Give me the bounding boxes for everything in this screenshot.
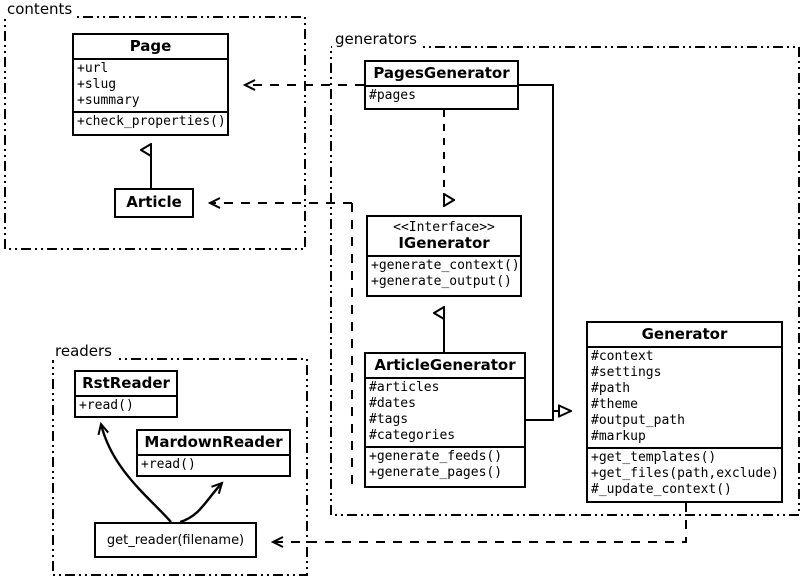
method-row: +read() <box>79 398 134 413</box>
class-box-generator[interactable]: Generator #context #settings #path #them… <box>586 321 783 503</box>
package-label-generators: generators <box>332 31 420 48</box>
attribute-row: +summary <box>77 93 140 108</box>
connector-articlegenerator-to-generator <box>526 411 554 421</box>
method-row: +get_files(path,exclude) <box>591 466 779 481</box>
method-row: +read() <box>141 457 196 472</box>
class-name-pagesgenerator: PagesGenerator <box>373 64 510 82</box>
attribute-row: #settings <box>591 365 662 380</box>
class-methods-articlegenerator: +generate_feeds() +generate_pages() <box>366 446 524 483</box>
class-methods-page: +check_properties() <box>74 111 227 132</box>
attribute-row: #pages <box>369 88 416 103</box>
class-name-generator: Generator <box>641 325 728 343</box>
function-label-get-reader: get_reader(filename) <box>106 532 245 548</box>
method-row: +check_properties() <box>77 114 226 129</box>
class-box-pagesgenerator[interactable]: PagesGenerator #pages <box>364 60 519 110</box>
class-methods-generator: +get_templates() +get_files(path,exclude… <box>588 447 781 500</box>
class-box-article[interactable]: Article <box>114 188 194 218</box>
class-name-igenerator: IGenerator <box>398 234 490 252</box>
attribute-row: #categories <box>369 428 456 443</box>
attribute-row: #output_path <box>591 413 685 428</box>
class-attributes-generator: #context #settings #path #theme #output_… <box>588 346 781 447</box>
method-row: +get_templates() <box>591 450 717 465</box>
class-name-article: Article <box>126 193 182 211</box>
package-label-readers: readers <box>52 343 115 360</box>
connector-getreader-to-mardownreader <box>179 483 222 524</box>
attribute-row: +url <box>77 61 109 76</box>
function-box-get-reader[interactable]: get_reader(filename) <box>94 522 257 558</box>
attribute-row: #dates <box>369 396 416 411</box>
attribute-row: #articles <box>369 380 440 395</box>
class-box-articlegenerator[interactable]: ArticleGenerator #articles #dates #tags … <box>364 352 526 488</box>
class-box-page[interactable]: Page +url +slug +summary +check_properti… <box>72 33 229 136</box>
class-box-igenerator[interactable]: <<Interface>> IGenerator +generate_conte… <box>366 215 522 297</box>
method-row: +generate_pages() <box>369 465 503 480</box>
package-label-contents: contents <box>4 1 76 18</box>
connector-pagesgenerator-to-generator <box>519 84 571 411</box>
class-name-rstreader: RstReader <box>82 374 170 392</box>
attribute-row: #context <box>591 349 654 364</box>
class-methods-igenerator: +generate_context() +generate_output() <box>368 255 520 292</box>
class-name-articlegenerator: ArticleGenerator <box>374 356 516 374</box>
attribute-row: #path <box>591 381 631 396</box>
class-name-page: Page <box>129 37 172 55</box>
method-row: +generate_context() <box>371 258 520 273</box>
attribute-row: #theme <box>591 397 638 412</box>
class-box-mardownreader[interactable]: MardownReader +read() <box>136 429 291 477</box>
attribute-row: #markup <box>591 429 646 444</box>
class-box-rstreader[interactable]: RstReader +read() <box>74 370 178 418</box>
class-attributes-page: +url +slug +summary <box>74 58 227 111</box>
class-stereotype-igenerator: <<Interface>> <box>393 220 495 235</box>
class-attributes-pagesgenerator: #pages <box>366 85 517 106</box>
class-name-mardownreader: MardownReader <box>144 433 283 451</box>
class-attributes-articlegenerator: #articles #dates #tags #categories <box>366 377 524 446</box>
method-row: #_update_context() <box>591 482 732 497</box>
attribute-row: +slug <box>77 77 117 92</box>
class-methods-mardownreader: +read() <box>138 454 289 475</box>
method-row: +generate_output() <box>371 274 512 289</box>
connector-generator-to-getreader <box>273 503 687 542</box>
attribute-row: #tags <box>369 412 409 427</box>
method-row: +generate_feeds() <box>369 449 503 464</box>
class-methods-rstreader: +read() <box>76 395 176 416</box>
